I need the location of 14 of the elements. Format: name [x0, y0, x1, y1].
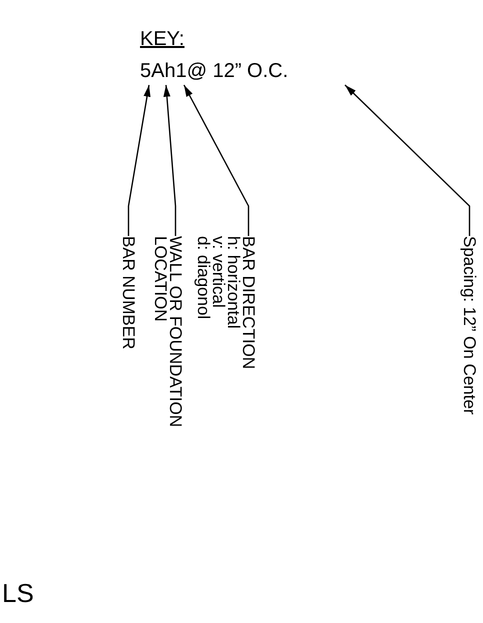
key-heading: KEY: [140, 28, 184, 51]
callout-text: Spacing: 12” On Center [462, 236, 477, 616]
leader-line [183, 84, 250, 236]
callout-text: v: vertical [211, 236, 226, 308]
fragment-text: LS [2, 578, 34, 609]
callout-text: BAR NUMBER [121, 236, 136, 536]
leader-line [344, 84, 470, 236]
callout-heading: BAR DIRECTION [241, 236, 256, 372]
callout-text: WALL OR FOUNDATION LOCATION [153, 236, 183, 436]
key-notation: 5Ah1@ 12” O.C. [140, 60, 288, 83]
callout-text: d: diagonol [196, 236, 211, 322]
leader-line [128, 84, 150, 236]
callout-text: h: horizontal [226, 236, 241, 329]
leader-line [163, 84, 176, 236]
